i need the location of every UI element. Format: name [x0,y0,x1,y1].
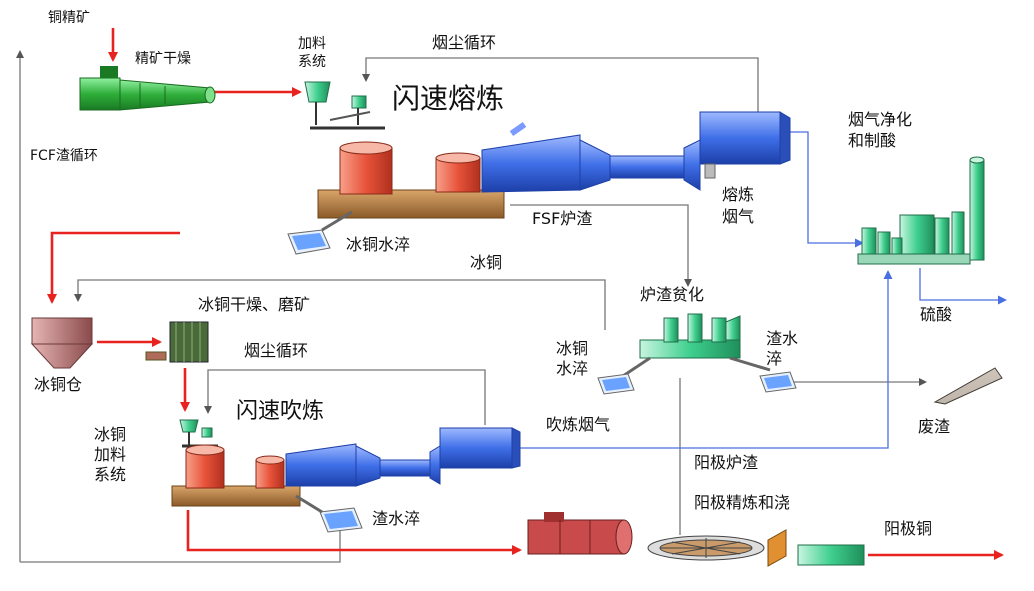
slag-water-tank [759,371,797,393]
label-waste-slag: 废渣 [918,417,950,436]
label-slag-cleaning: 炉渣贫化 [640,285,704,304]
label-slag-water-line2: 淬 [766,349,782,368]
matte-grinding-mill [145,321,209,363]
matte-bin [30,317,94,369]
feed-system-top [304,81,385,130]
label-smelting-gas-line1: 熔炼 [722,185,754,204]
label-concentrate-drying: 精矿干燥 [135,51,191,67]
concentrate-dryer [79,66,216,111]
slag-granulation-tank [295,494,363,533]
label-dust-cycle-mid: 烟尘循环 [244,341,308,360]
label-matte-feed-line2: 加料 [94,445,126,464]
label-slag-water-line1: 渣水 [766,329,798,348]
label-matte-water-line2: 水淬 [556,359,588,378]
label-converting-gas: 吹炼烟气 [546,415,610,434]
flash-converting-furnace [171,427,521,507]
label-anode-copper: 阳极铜 [884,519,932,538]
blue-flow-lines [520,131,1007,449]
label-gas-cleaning-line1: 烟气净化 [848,110,912,129]
label-smelting-gas-line2: 烟气 [722,207,754,226]
label-fsf-slag: FSF炉渣 [532,209,592,228]
label-copper-concentrate: 铜精矿 [48,10,90,26]
slag-cleaning-furnace [619,313,771,380]
label-feed-system-line1: 加料 [298,36,326,52]
label-anode-refining-casting: 阳极精炼和浇 [694,493,790,512]
feed-system-converting [179,419,218,448]
label-matte-granulation: 冰铜水淬 [346,235,410,254]
label-matte-feed-line3: 系统 [94,465,126,484]
acid-plant [857,156,985,265]
casting-wheel [647,535,765,561]
label-matte-top: 冰铜 [470,253,502,272]
label-feed-system-line2: 系统 [298,54,326,70]
label-matte-drying-grinding: 冰铜干燥、磨矿 [198,295,310,314]
matte-granulation-tank [287,210,353,255]
label-flash-smelting: 闪速熔炼 [392,82,504,115]
flash-smelting-furnace [317,111,791,219]
grey-flow-lines [16,50,927,563]
anode-stack [767,529,865,567]
label-matte-water-line1: 冰铜 [556,339,588,358]
label-matte-feed-line1: 冰铜 [94,425,126,444]
label-slag-granulation: 渣水淬 [372,509,420,528]
label-anode-slag: 阳极炉渣 [694,453,758,472]
label-matte-bin: 冰铜仓 [34,375,82,394]
label-sulfuric-acid: 硫酸 [920,305,952,324]
label-flash-converting: 闪速吹炼 [236,399,324,424]
label-fcf-slag-cycle: FCF渣循环 [30,148,98,164]
anode-furnace [527,512,633,555]
diagram-labels: 铜精矿 精矿干燥 加料 系统 烟尘循环 闪速熔炼 FCF渣循环 冰铜水淬 FSF… [30,10,952,538]
matte-water-tank [597,373,635,395]
label-dust-cycle-top: 烟尘循环 [432,33,496,52]
red-flow-lines [47,28,1004,560]
waste-slag-pile [933,367,1003,405]
label-gas-cleaning-line2: 和制酸 [848,131,896,150]
